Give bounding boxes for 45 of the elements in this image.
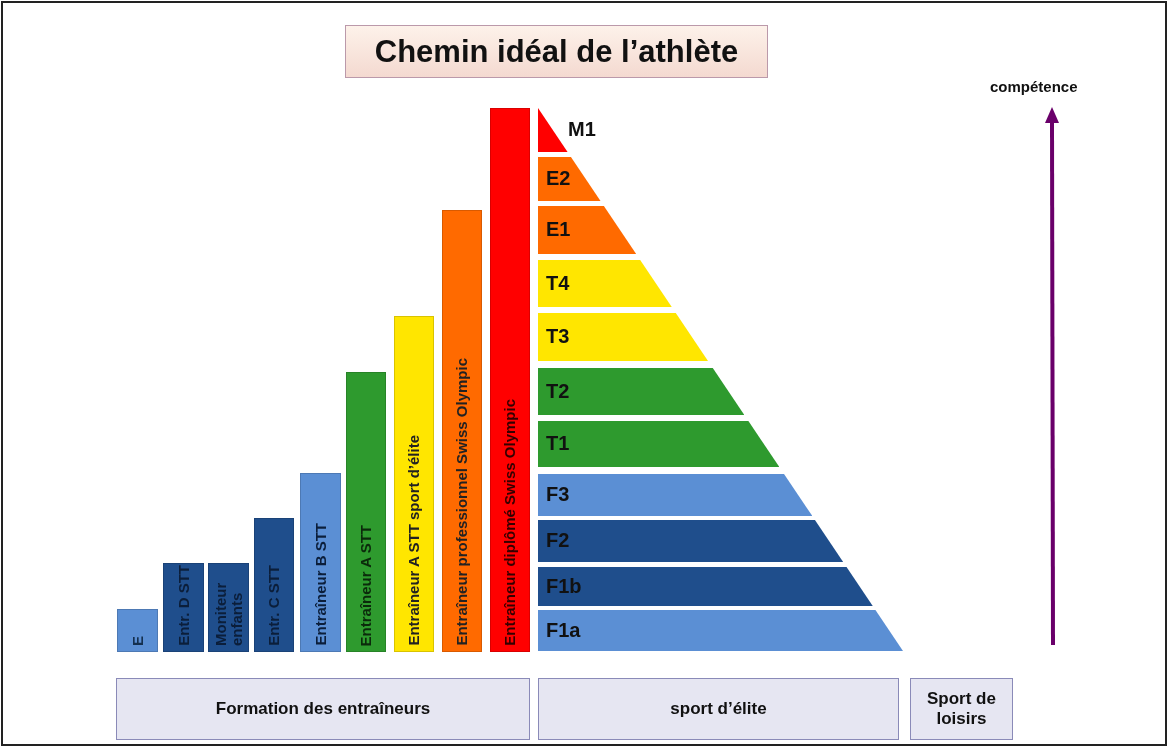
category-box: Sport de loisirs — [910, 678, 1013, 740]
level-code: T2 — [546, 379, 570, 403]
bar-label: Entraîneur A STT sport d’élite — [406, 435, 422, 646]
training-level-bar — [254, 518, 294, 652]
bar-label: Entraîneur B STT — [312, 523, 329, 646]
axis-label: compétence — [990, 78, 1078, 95]
training-level-bar — [442, 210, 482, 652]
bar-label: E — [129, 636, 146, 646]
level-code: M1 — [568, 118, 596, 141]
pyramid-level-band — [538, 206, 637, 254]
level-code: T3 — [546, 325, 570, 348]
category-box: Formation des entraîneurs — [116, 678, 530, 740]
level-code: T1 — [546, 432, 570, 455]
pyramid-level-band — [538, 157, 601, 201]
bar-label: Entr. C STT — [266, 565, 282, 646]
training-level-bar — [490, 108, 530, 652]
title-banner: Chemin idéal de l’athlète — [345, 25, 768, 78]
training-level-bar — [300, 473, 341, 652]
bar-label: Entraîneur A STT — [358, 524, 374, 646]
level-code: F3 — [546, 483, 570, 506]
training-level-bar — [208, 563, 249, 652]
level-code: F2 — [546, 529, 570, 552]
category-box: sport d’élite — [538, 678, 899, 740]
pyramid-level-band — [538, 368, 745, 415]
bar-label: Entraîneur diplômé Swiss Olympic — [502, 399, 518, 646]
training-level-bar — [163, 563, 204, 652]
training-level-bar — [394, 316, 434, 652]
level-code: F1a — [546, 618, 581, 642]
level-code: E2 — [546, 167, 571, 190]
training-level-bar — [117, 609, 158, 652]
training-level-bar — [346, 372, 386, 652]
pyramid-level-band — [538, 567, 873, 606]
pyramid-level-band — [538, 421, 780, 467]
level-code: T4 — [546, 271, 570, 295]
pyramid-level-band — [538, 610, 903, 651]
pyramid-level-band — [538, 474, 813, 516]
bar-label: Entraîneur professionnel Swiss Olympic — [454, 358, 470, 646]
pyramid-level-band — [538, 313, 709, 361]
pyramid-level-band — [538, 260, 672, 307]
bar-label: Entr. D STT — [175, 565, 192, 646]
level-code: E1 — [546, 218, 571, 241]
pyramid-level-band — [538, 520, 844, 562]
bar-label: Moniteur enfants — [212, 581, 245, 646]
level-code: F1b — [546, 574, 582, 598]
pyramid-level-band — [538, 108, 598, 152]
